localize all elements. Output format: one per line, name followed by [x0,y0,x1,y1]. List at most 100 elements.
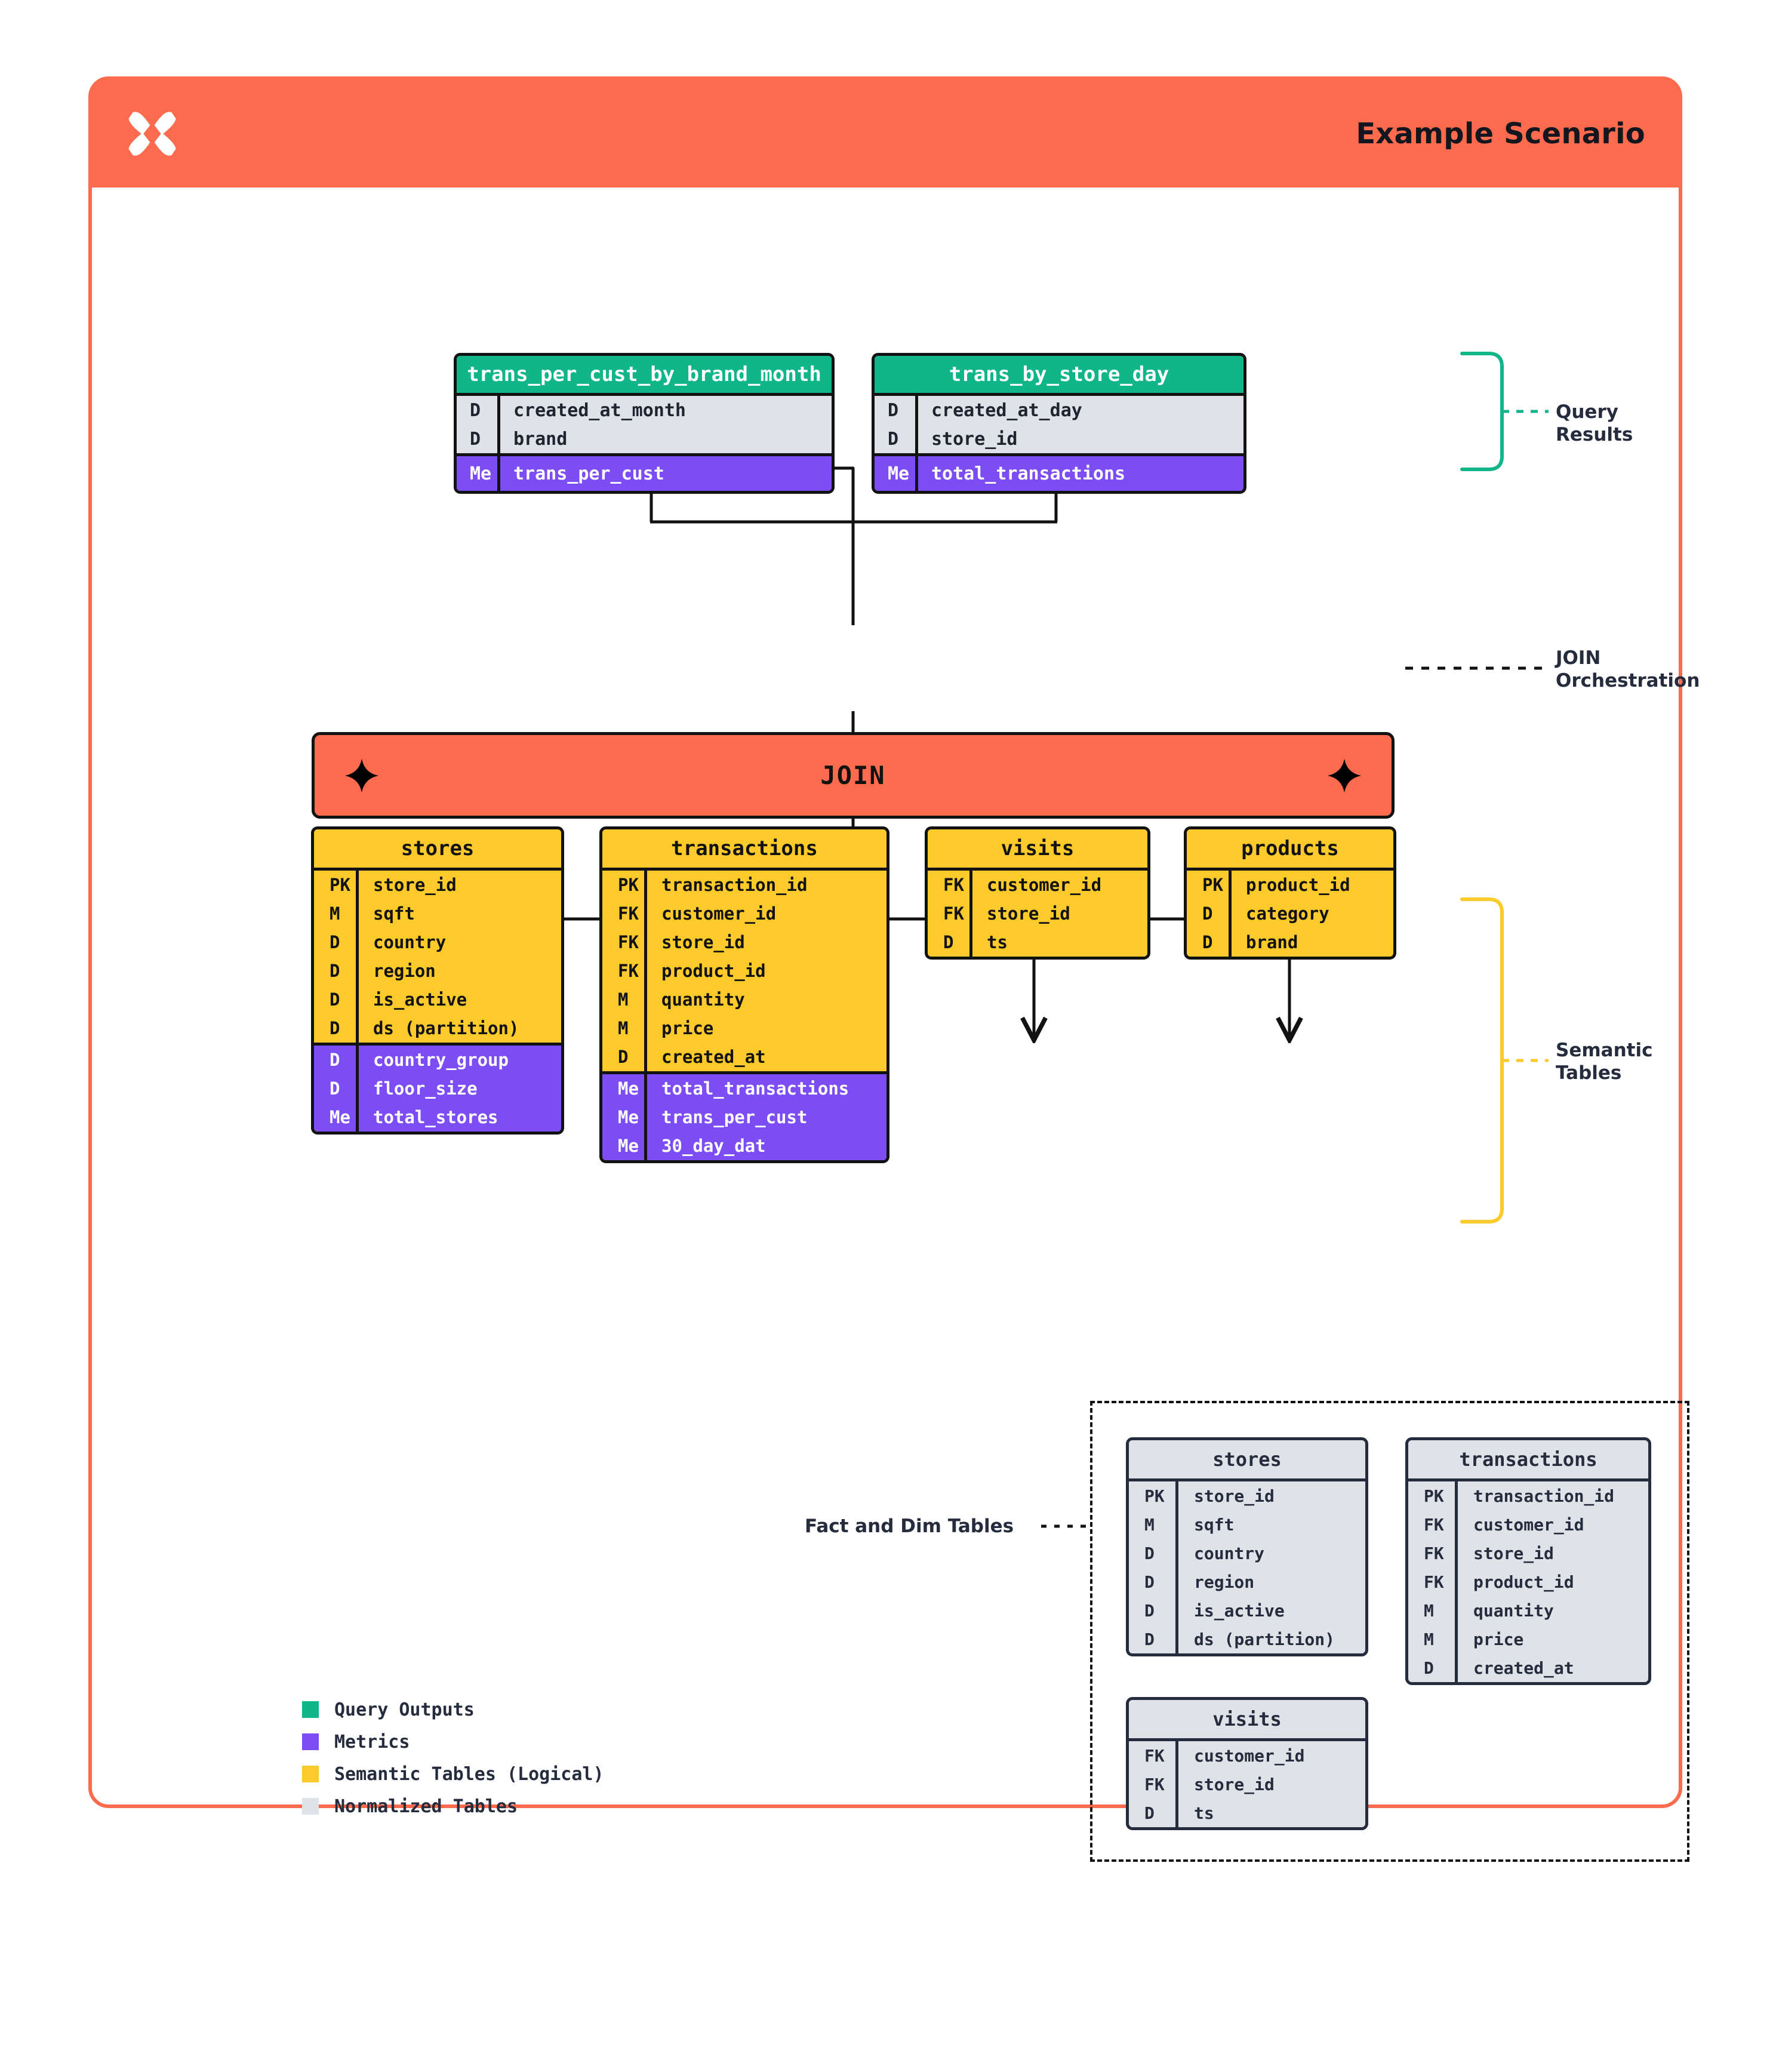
row-key: FK [1424,1543,1444,1563]
table-row: D store_id [875,425,1243,453]
table-row: D created_at_month [457,396,832,425]
row-field: customer_id [1175,1741,1365,1770]
row-key: D [618,1047,629,1067]
row-field: quantity [644,985,886,1014]
x-logo-icon [128,112,176,156]
join-label: JOIN [820,761,886,790]
row-key: D [470,399,481,421]
legend-item: Query Outputs [302,1693,604,1726]
query-result-table[interactable]: trans_by_store_day D created_at_day D st… [872,353,1246,494]
dimension-section: D created_at_month D brand [457,396,832,453]
row-key: Me [470,463,492,484]
fact-dim-group-box [1090,1401,1689,1862]
row-key: D [943,932,954,952]
row-key: D [888,428,899,450]
row-key: Me [618,1136,639,1156]
row-field: created_at [644,1043,886,1071]
row-field: 30_day_dat [644,1132,886,1160]
row-key: Me [330,1107,350,1127]
row-key: D [1144,1600,1155,1621]
row-field: customer_id [1455,1510,1648,1539]
row-key: FK [1144,1774,1165,1794]
row-field: total_transactions [644,1074,886,1103]
metric-section: Me trans_per_cust [457,453,832,491]
row-key: Me [618,1078,639,1099]
legend-label: Normalized Tables [334,1796,518,1817]
row-key: M [618,989,629,1010]
query-result-table[interactable]: trans_per_cust_by_brand_month D created_… [454,353,835,494]
row-field: country [1175,1539,1365,1567]
row-key: D [888,399,899,421]
metric-section: Me total_transactions [875,453,1243,491]
row-field: is_active [356,985,561,1014]
annotation-semantic-tables: Semantic Tables [1556,1040,1652,1085]
annotation-fact-and-dim-tables: Fact and Dim Tables [805,1515,1014,1537]
table-title: trans_per_cust_by_brand_month [457,356,832,396]
row-field: floor_size [356,1074,561,1103]
row-field: ts [1175,1799,1365,1827]
annotation-query-results: Query Results [1556,401,1633,445]
row-key: M [330,903,340,924]
row-key: Me [888,463,910,484]
row-field: store_id [969,899,1147,928]
row-field: store_id [644,928,886,957]
legend-label: Semantic Tables (Logical) [334,1763,604,1785]
row-key: D [1144,1572,1155,1592]
legend-swatch-normalized-tables [302,1798,319,1815]
row-field: is_active [1175,1596,1365,1625]
row-field: category [1229,899,1393,928]
annotation-join-line2: Orchestration [1556,669,1700,691]
row-key: FK [1424,1572,1444,1592]
row-key: D [1144,1543,1155,1563]
row-field: created_at [1455,1653,1648,1682]
legend-item: Normalized Tables [302,1790,604,1822]
annotation-join-line1: JOIN [1556,647,1601,669]
row-key: PK [618,875,639,895]
row-field: region [356,957,561,985]
row-key: FK [618,961,639,981]
table-row: Me total_transactions [875,456,1243,491]
join-orchestration-bar[interactable]: JOIN [312,732,1395,819]
row-key: Me [618,1107,639,1127]
row-field: customer_id [644,899,886,928]
row-field: store_id [1175,1481,1365,1510]
row-field: ds (partition) [1175,1625,1365,1653]
diagram-stage: trans_per_cust_by_brand_month D created_… [92,187,1700,1862]
table-row: D brand [457,425,832,453]
